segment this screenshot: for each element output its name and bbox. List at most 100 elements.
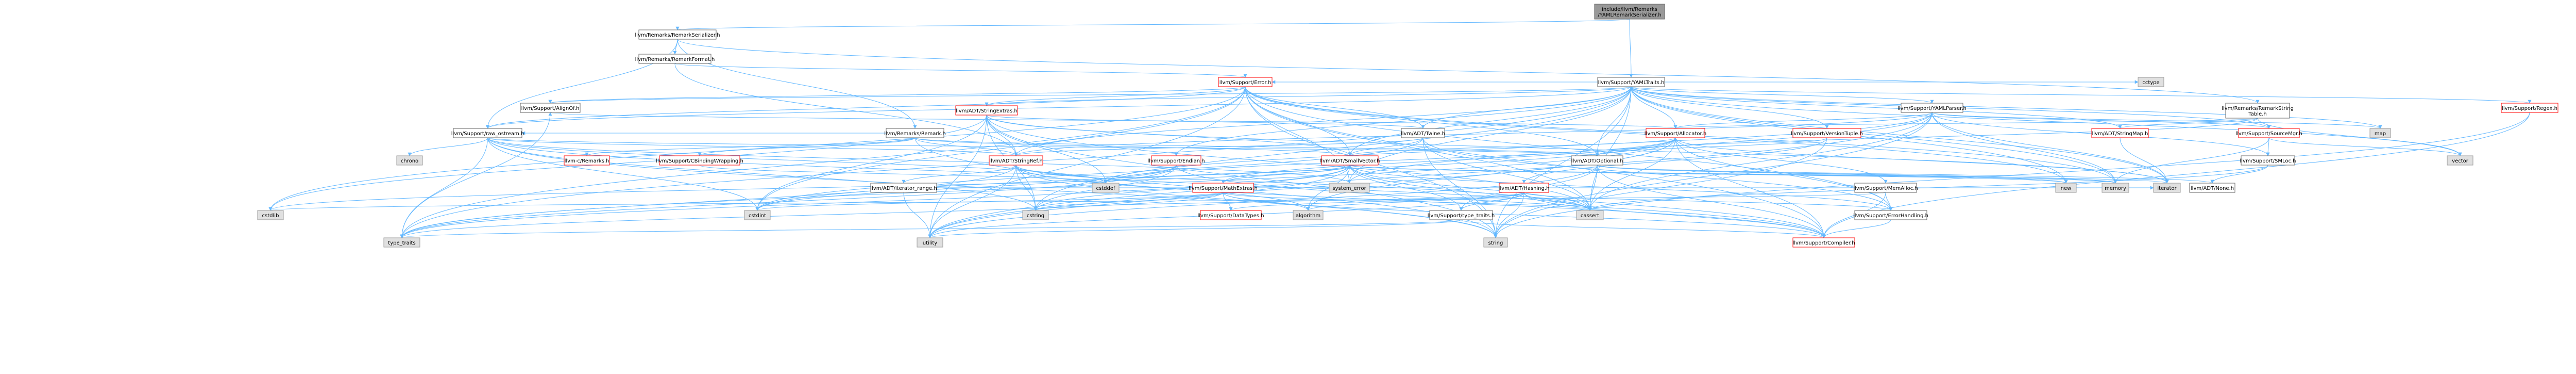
edge-mathextras-to-cstring <box>1033 192 1224 211</box>
edge-errorhandling-to-compiler <box>1822 219 1891 238</box>
edge-yamltraits-to-rawostream <box>486 86 1632 129</box>
edge-yamlparser-to-cassert <box>1588 112 1933 211</box>
node-endian[interactable]: llvm/Support/Endian.h <box>1147 155 1205 166</box>
edge-optional-to-new <box>1597 165 2068 184</box>
node-serializer[interactable]: llvm/Remarks/RemarkSerializer.h <box>635 29 720 40</box>
edge-stringref-to-type_traits <box>400 165 1016 238</box>
graph-nodes: include/llvm/Remarks/YAMLRemarkSerialize… <box>257 4 2558 248</box>
node-cstddef: cstddef <box>1092 183 1120 193</box>
node-label: llvm/Support/DataTypes.h <box>1197 213 1264 219</box>
node-label: cstdlib <box>262 213 279 219</box>
edge-endian-to-type_traits <box>400 165 1177 238</box>
node-remark[interactable]: llvm/Remarks/Remark.h <box>884 128 946 138</box>
node-box <box>396 155 423 166</box>
node-box <box>2447 155 2473 166</box>
node-cbinding[interactable]: llvm/Support/CBindingWrapping.h <box>656 155 743 166</box>
node-twine[interactable]: llvm/ADT/Twine.h <box>1401 128 1445 138</box>
edge-allocator-to-mathextras <box>1221 137 1676 184</box>
node-memalloc[interactable]: llvm/Support/MemAlloc.h <box>1853 183 1918 193</box>
edge-typetraits-to-type_traits <box>400 219 1462 238</box>
edge-mathextras-to-datatypes <box>1223 192 1233 211</box>
edge-hashing-to-cstring <box>1033 192 1524 211</box>
edge-root-to-yamltraits <box>1629 19 1633 78</box>
node-label: cctype <box>2142 80 2159 86</box>
node-label: llvm/ADT/SmallVector.h <box>1320 158 1380 164</box>
node-hashing[interactable]: llvm/ADT/Hashing.h <box>1499 183 1550 193</box>
edge-remark-to-cremarks <box>585 137 916 156</box>
edge-allocator-to-smallvector <box>1348 137 1676 156</box>
node-box <box>257 210 284 220</box>
node-errorhandling[interactable]: llvm/Support/ErrorHandling.h <box>1853 210 1928 220</box>
edge-yamltraits-to-map <box>1631 86 2382 129</box>
node-versiontuple[interactable]: llvm/Support/VersionTuple.h <box>1791 128 1863 138</box>
edge-remark-to-smallvector <box>914 137 1352 156</box>
node-label: type_traits <box>388 240 415 246</box>
node-label: llvm/Remarks/Remark.h <box>884 131 946 137</box>
node-iterrange[interactable]: llvm/ADT/iterator_range.h <box>870 183 937 193</box>
node-box <box>2091 128 2149 138</box>
edge-yamltraits-to-stringextras <box>985 86 1632 106</box>
node-label: llvm/ADT/None.h <box>2191 186 2234 191</box>
edge-stringtable-to-optional <box>1595 118 2258 156</box>
node-label: string <box>1488 240 1503 246</box>
node-label: llvm/Support/YAMLParser.h <box>1897 106 1967 111</box>
node-box <box>2102 183 2129 193</box>
edge-stringextras-to-utility <box>928 115 987 238</box>
node-box <box>1092 183 1120 193</box>
node-root: include/llvm/Remarks/YAMLRemarkSerialize… <box>1594 4 1665 20</box>
node-optional[interactable]: llvm/ADT/Optional.h <box>1571 155 1623 166</box>
edge-serializer-to-stringtable <box>677 39 2260 104</box>
node-box <box>1401 128 1445 138</box>
edge-smallvector-to-compiler <box>1349 165 1826 238</box>
edge-yamlparser-to-map <box>1931 112 2382 129</box>
edge-sourcemgr-to-vector <box>2268 137 2462 156</box>
node-map: map <box>2369 128 2391 138</box>
node-box <box>2055 183 2077 193</box>
node-box <box>1792 237 1855 248</box>
node-box <box>1854 210 1927 220</box>
node-rawostream[interactable]: llvm/Support/raw_ostream.h <box>451 128 524 138</box>
edge-stringextras-to-smallvector <box>986 115 1352 156</box>
node-box <box>1597 77 1665 87</box>
node-sourcemgr[interactable]: llvm/Support/SourceMgr.h <box>2235 128 2302 138</box>
node-alignof[interactable]: llvm/Support/AlignOf.h <box>520 103 581 113</box>
node-stringmap[interactable]: llvm/ADT/StringMap.h <box>2091 128 2149 138</box>
node-label: cstring <box>1027 213 1044 219</box>
edge-allocator-to-errorhandling <box>1675 137 1893 211</box>
node-label: include/llvm/Remarks <box>1602 7 1657 12</box>
node-yamlparser[interactable]: llvm/Support/YAMLParser.h <box>1897 103 1967 113</box>
node-label: llvm/Remarks/RemarkSerializer.h <box>635 32 720 38</box>
node-compiler[interactable]: llvm/Support/Compiler.h <box>1792 237 1855 248</box>
node-none[interactable]: llvm/ADT/None.h <box>2189 183 2235 193</box>
edge-stringextras-to-cassert <box>986 115 1592 211</box>
node-box <box>744 210 771 220</box>
node-box <box>1218 77 1273 87</box>
node-yamltraits[interactable]: llvm/Support/YAMLTraits.h <box>1597 77 1665 87</box>
node-box <box>638 29 717 40</box>
edge-twine-to-cassert <box>1422 137 1592 211</box>
node-cremarks[interactable]: llvm-c/Remarks.h <box>564 155 610 166</box>
node-label: llvm/ADT/StringRef.h <box>989 158 1042 164</box>
node-mathextras[interactable]: llvm/Support/MathExtras.h <box>1189 183 1258 193</box>
node-cassert: cassert <box>1576 210 1604 220</box>
node-smallvector[interactable]: llvm/ADT/SmallVector.h <box>1320 155 1380 166</box>
edge-yamlparser-to-memory <box>1931 112 2117 184</box>
node-stringref[interactable]: llvm/ADT/StringRef.h <box>989 155 1043 166</box>
node-format[interactable]: llvm/Remarks/RemarkFormat.h <box>635 54 715 64</box>
node-datatypes[interactable]: llvm/Support/DataTypes.h <box>1197 210 1264 220</box>
node-typetraits[interactable]: llvm/Support/type_traits.h <box>1428 210 1495 220</box>
edge-smallvector-to-cstddef <box>1104 165 1350 184</box>
dependency-edges <box>268 19 2531 238</box>
node-stringextras[interactable]: llvm/ADT/StringExtras.h <box>955 105 1018 116</box>
edge-mathextras-to-cassert <box>1223 192 1592 211</box>
node-regex[interactable]: llvm/Support/Regex.h <box>2501 103 2558 113</box>
edge-yamltraits-to-endian <box>1174 86 1632 156</box>
node-box <box>870 183 937 193</box>
edge-yamlparser-to-sourcemgr <box>1931 112 2271 129</box>
node-box <box>1329 183 1370 193</box>
node-label: llvm/Support/Compiler.h <box>1792 240 1855 246</box>
node-allocator[interactable]: llvm/Support/Allocator.h <box>1645 128 1706 138</box>
node-error[interactable]: llvm/Support/Error.h <box>1218 77 1273 87</box>
node-smloc[interactable]: llvm/Support/SMLoc.h <box>2240 155 2296 166</box>
